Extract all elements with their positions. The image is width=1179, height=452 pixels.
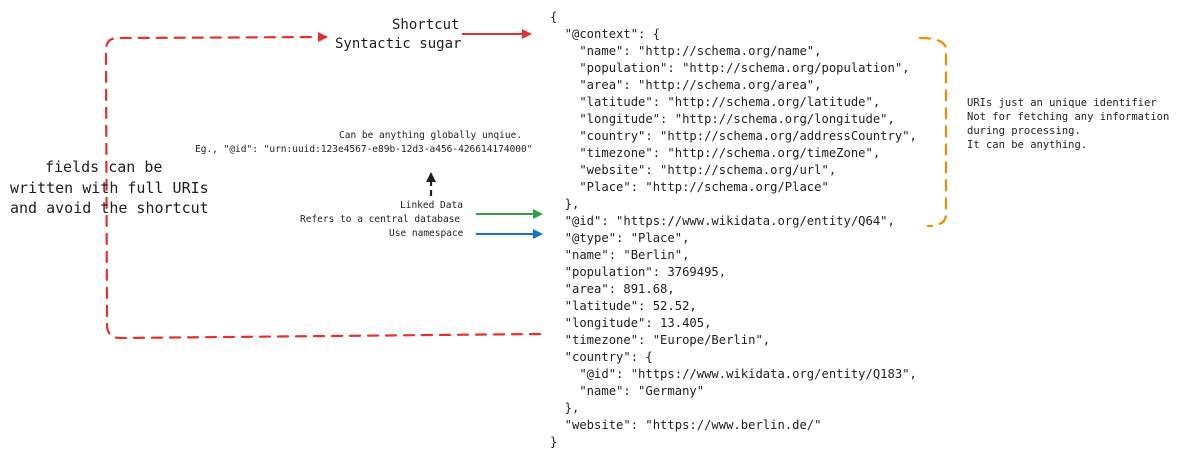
code-line: } [550, 435, 558, 449]
code-line: "country": { [550, 350, 653, 364]
code-line: }, [550, 401, 580, 415]
code-line: "latitude": 52.52, [550, 299, 697, 313]
code-line: "population": 3769495, [550, 265, 727, 279]
code-line: "Place": "http://schema.org/Place" [550, 180, 829, 194]
code-line: "@context": { [550, 27, 661, 41]
code-line: "@id": "https://www.wikidata.org/entity/… [550, 214, 895, 228]
namespace-note: Use namespace [389, 228, 464, 239]
code-line: "name": "http://schema.org/name", [550, 44, 822, 58]
code-line: { [550, 10, 558, 24]
full-uri-note-line3: and avoid the shortcut [10, 199, 209, 217]
uri-note-line3: during processing. [967, 125, 1081, 137]
code-line: "@id": "https://www.wikidata.org/entity/… [550, 367, 917, 381]
linked-data-line1: Linked Data [400, 200, 463, 211]
context-bracket [918, 36, 948, 228]
syntactic-sugar-label: Syntactic sugar [335, 36, 462, 52]
code-line: "area": "http://schema.org/area", [550, 78, 822, 92]
full-uri-note-line1: fields can be [45, 158, 163, 176]
code-line: "name": "Germany" [550, 384, 705, 398]
uri-note-line2: Not for fetching any information [967, 111, 1170, 123]
code-line: }, [550, 197, 580, 211]
uri-note-line1: URIs just an unique identifier [967, 97, 1157, 109]
code-line: "population": "http://schema.org/populat… [550, 61, 910, 75]
full-uri-note-line2: written with full URIs [10, 179, 209, 197]
code-line: "timezone": "Europe/Berlin", [550, 333, 771, 347]
code-line: "longitude": "http://schema.org/longitud… [550, 112, 895, 126]
code-line: "area": 891.68, [550, 282, 675, 296]
code-line: "latitude": "http://schema.org/latitude"… [550, 95, 881, 109]
code-line: "longitude": 13.405, [550, 316, 712, 330]
code-line: "website": "https://www.berlin.de/" [550, 418, 822, 432]
linked-data-line2: Refers to a central database [300, 214, 461, 225]
full-uri-dashed-arrow [104, 32, 542, 340]
shortcut-label: Shortcut [392, 17, 460, 33]
code-line: "@type": "Place", [550, 231, 690, 245]
id-note-line2: Eg., "@id": "urn:uuid:123e4567-e89b-12d3… [195, 144, 533, 155]
code-line: "name": "Berlin", [550, 248, 690, 262]
code-line: "country": "http://schema.org/addressCou… [550, 129, 917, 143]
code-line: "website": "http://schema.org/url", [550, 163, 837, 177]
json-ld-code-block: { "@context": { "name": "http://schema.o… [550, 9, 917, 451]
id-note-line1: Can be anything globally unqiue. [339, 130, 523, 141]
code-line: "timezone": "http://schema.org/timeZone"… [550, 146, 881, 160]
uri-note-line4: It can be anything. [967, 139, 1088, 151]
